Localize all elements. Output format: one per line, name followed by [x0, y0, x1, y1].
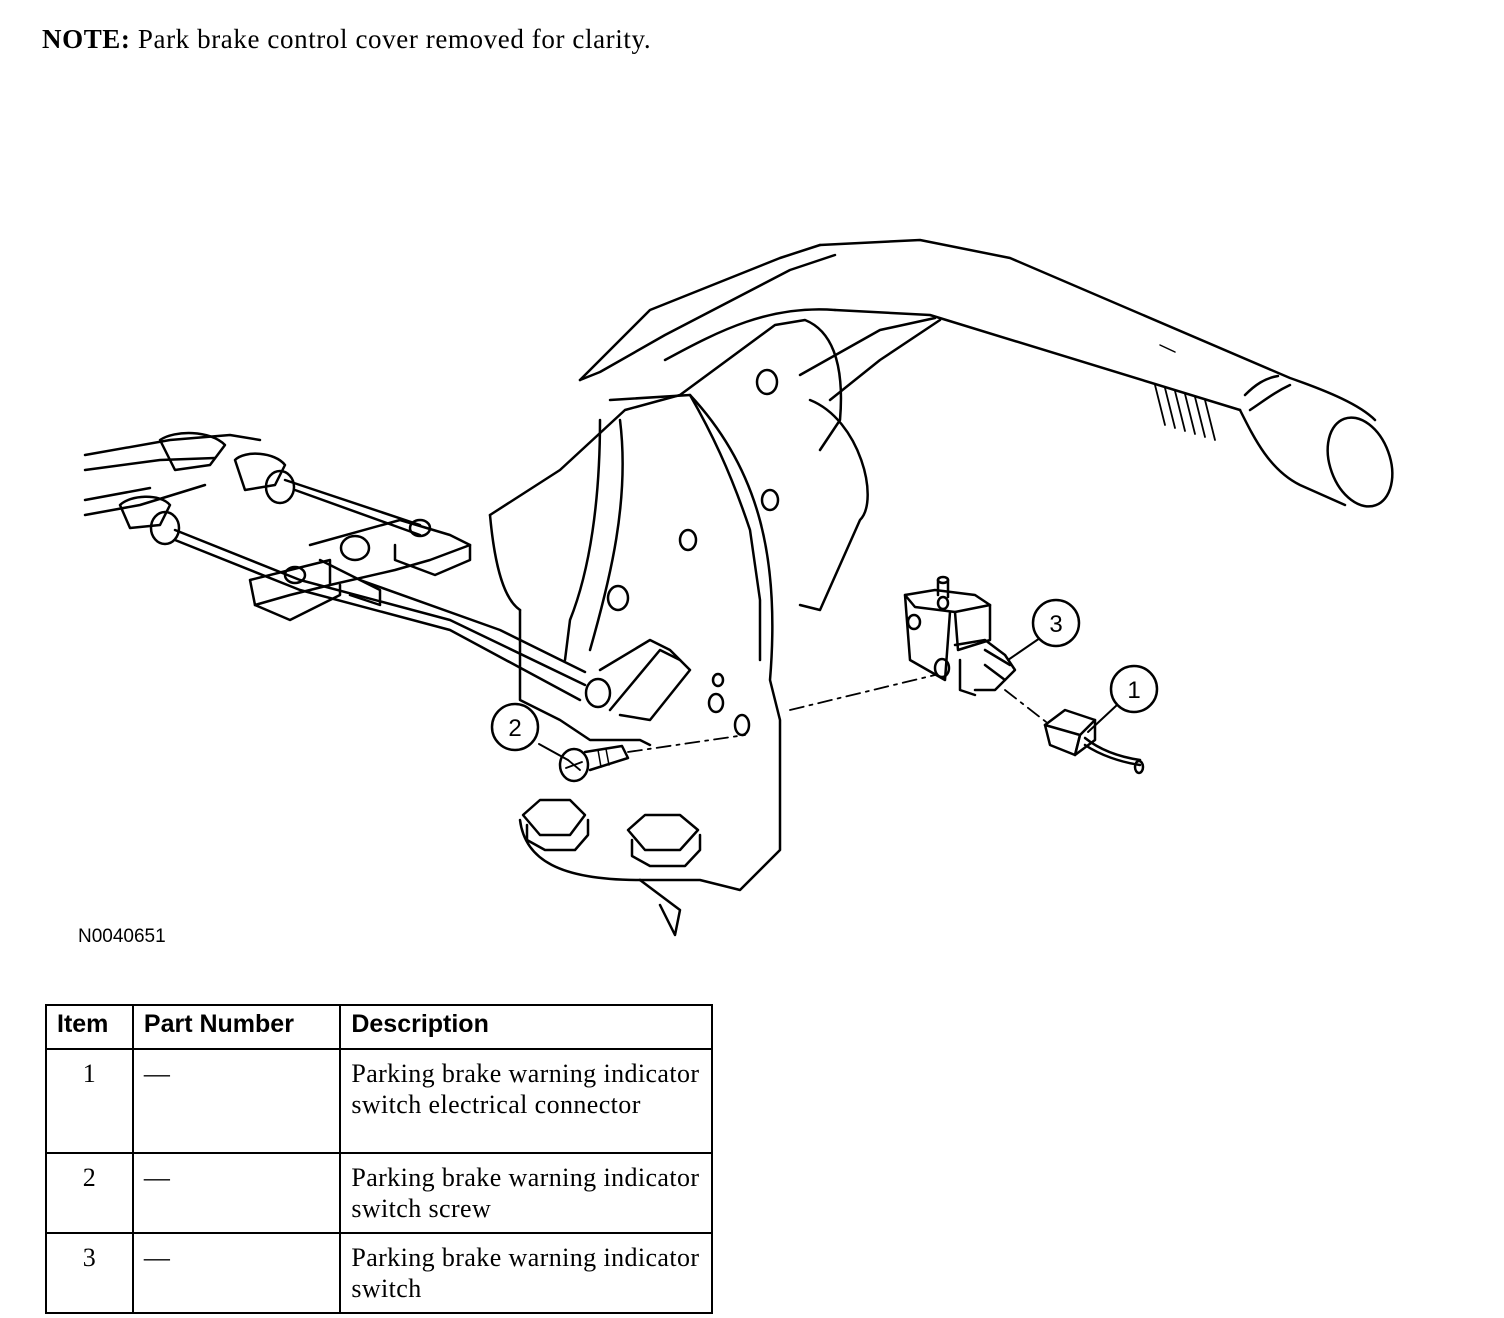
header-item: Item: [45, 1004, 134, 1050]
warning-switch-screw: [558, 744, 630, 783]
figure-id: N0040651: [78, 926, 166, 947]
callout-2: 2: [490, 702, 540, 752]
callout-3-label: 3: [1049, 611, 1062, 638]
callout-1: 1: [1109, 664, 1159, 714]
warning-switch-connector: [1043, 708, 1145, 775]
cell-item: 3: [45, 1232, 134, 1314]
callout-leaders: [538, 637, 1118, 761]
cell-description: Parking brake warning indicator switch: [339, 1232, 713, 1314]
warning-switch: [903, 575, 1017, 697]
parking-brake-figure: 2 3 1: [83, 238, 1394, 937]
table-header-row: Item Part Number Description: [45, 1004, 713, 1050]
table-row: 2 — Parking brake warning indicator swit…: [45, 1152, 713, 1234]
cable-assembly: [83, 431, 587, 702]
table-row: 3 — Parking brake warning indicator swit…: [45, 1232, 713, 1314]
cell-part-number: —: [131, 1048, 342, 1154]
assembly-lines: [627, 674, 1051, 753]
header-part-number: Part Number: [131, 1004, 342, 1050]
cell-description: Parking brake warning indicator switch e…: [339, 1048, 713, 1154]
table-row: 1 — Parking brake warning indicator swit…: [45, 1048, 713, 1154]
bracket: [488, 318, 843, 937]
callout-3: 3: [1031, 598, 1081, 648]
cell-item: 2: [45, 1152, 134, 1234]
callout-2-label: 2: [508, 715, 521, 742]
cell-part-number: —: [131, 1232, 342, 1314]
lever-arm: [578, 243, 942, 612]
cell-description: Parking brake warning indicator switch s…: [339, 1152, 713, 1234]
mounting-nuts: [521, 798, 702, 868]
cell-item: 1: [45, 1048, 134, 1154]
note-text: Park brake control cover removed for cla…: [137, 24, 652, 54]
lever-grip: [818, 238, 1394, 508]
note-label: NOTE:: [42, 24, 131, 54]
parts-table: Item Part Number Description 1 — Parking…: [45, 1004, 713, 1314]
callout-1-label: 1: [1127, 677, 1140, 704]
note: NOTE: Park brake control cover removed f…: [42, 24, 651, 55]
header-description: Description: [339, 1004, 713, 1050]
cell-part-number: —: [131, 1152, 342, 1234]
